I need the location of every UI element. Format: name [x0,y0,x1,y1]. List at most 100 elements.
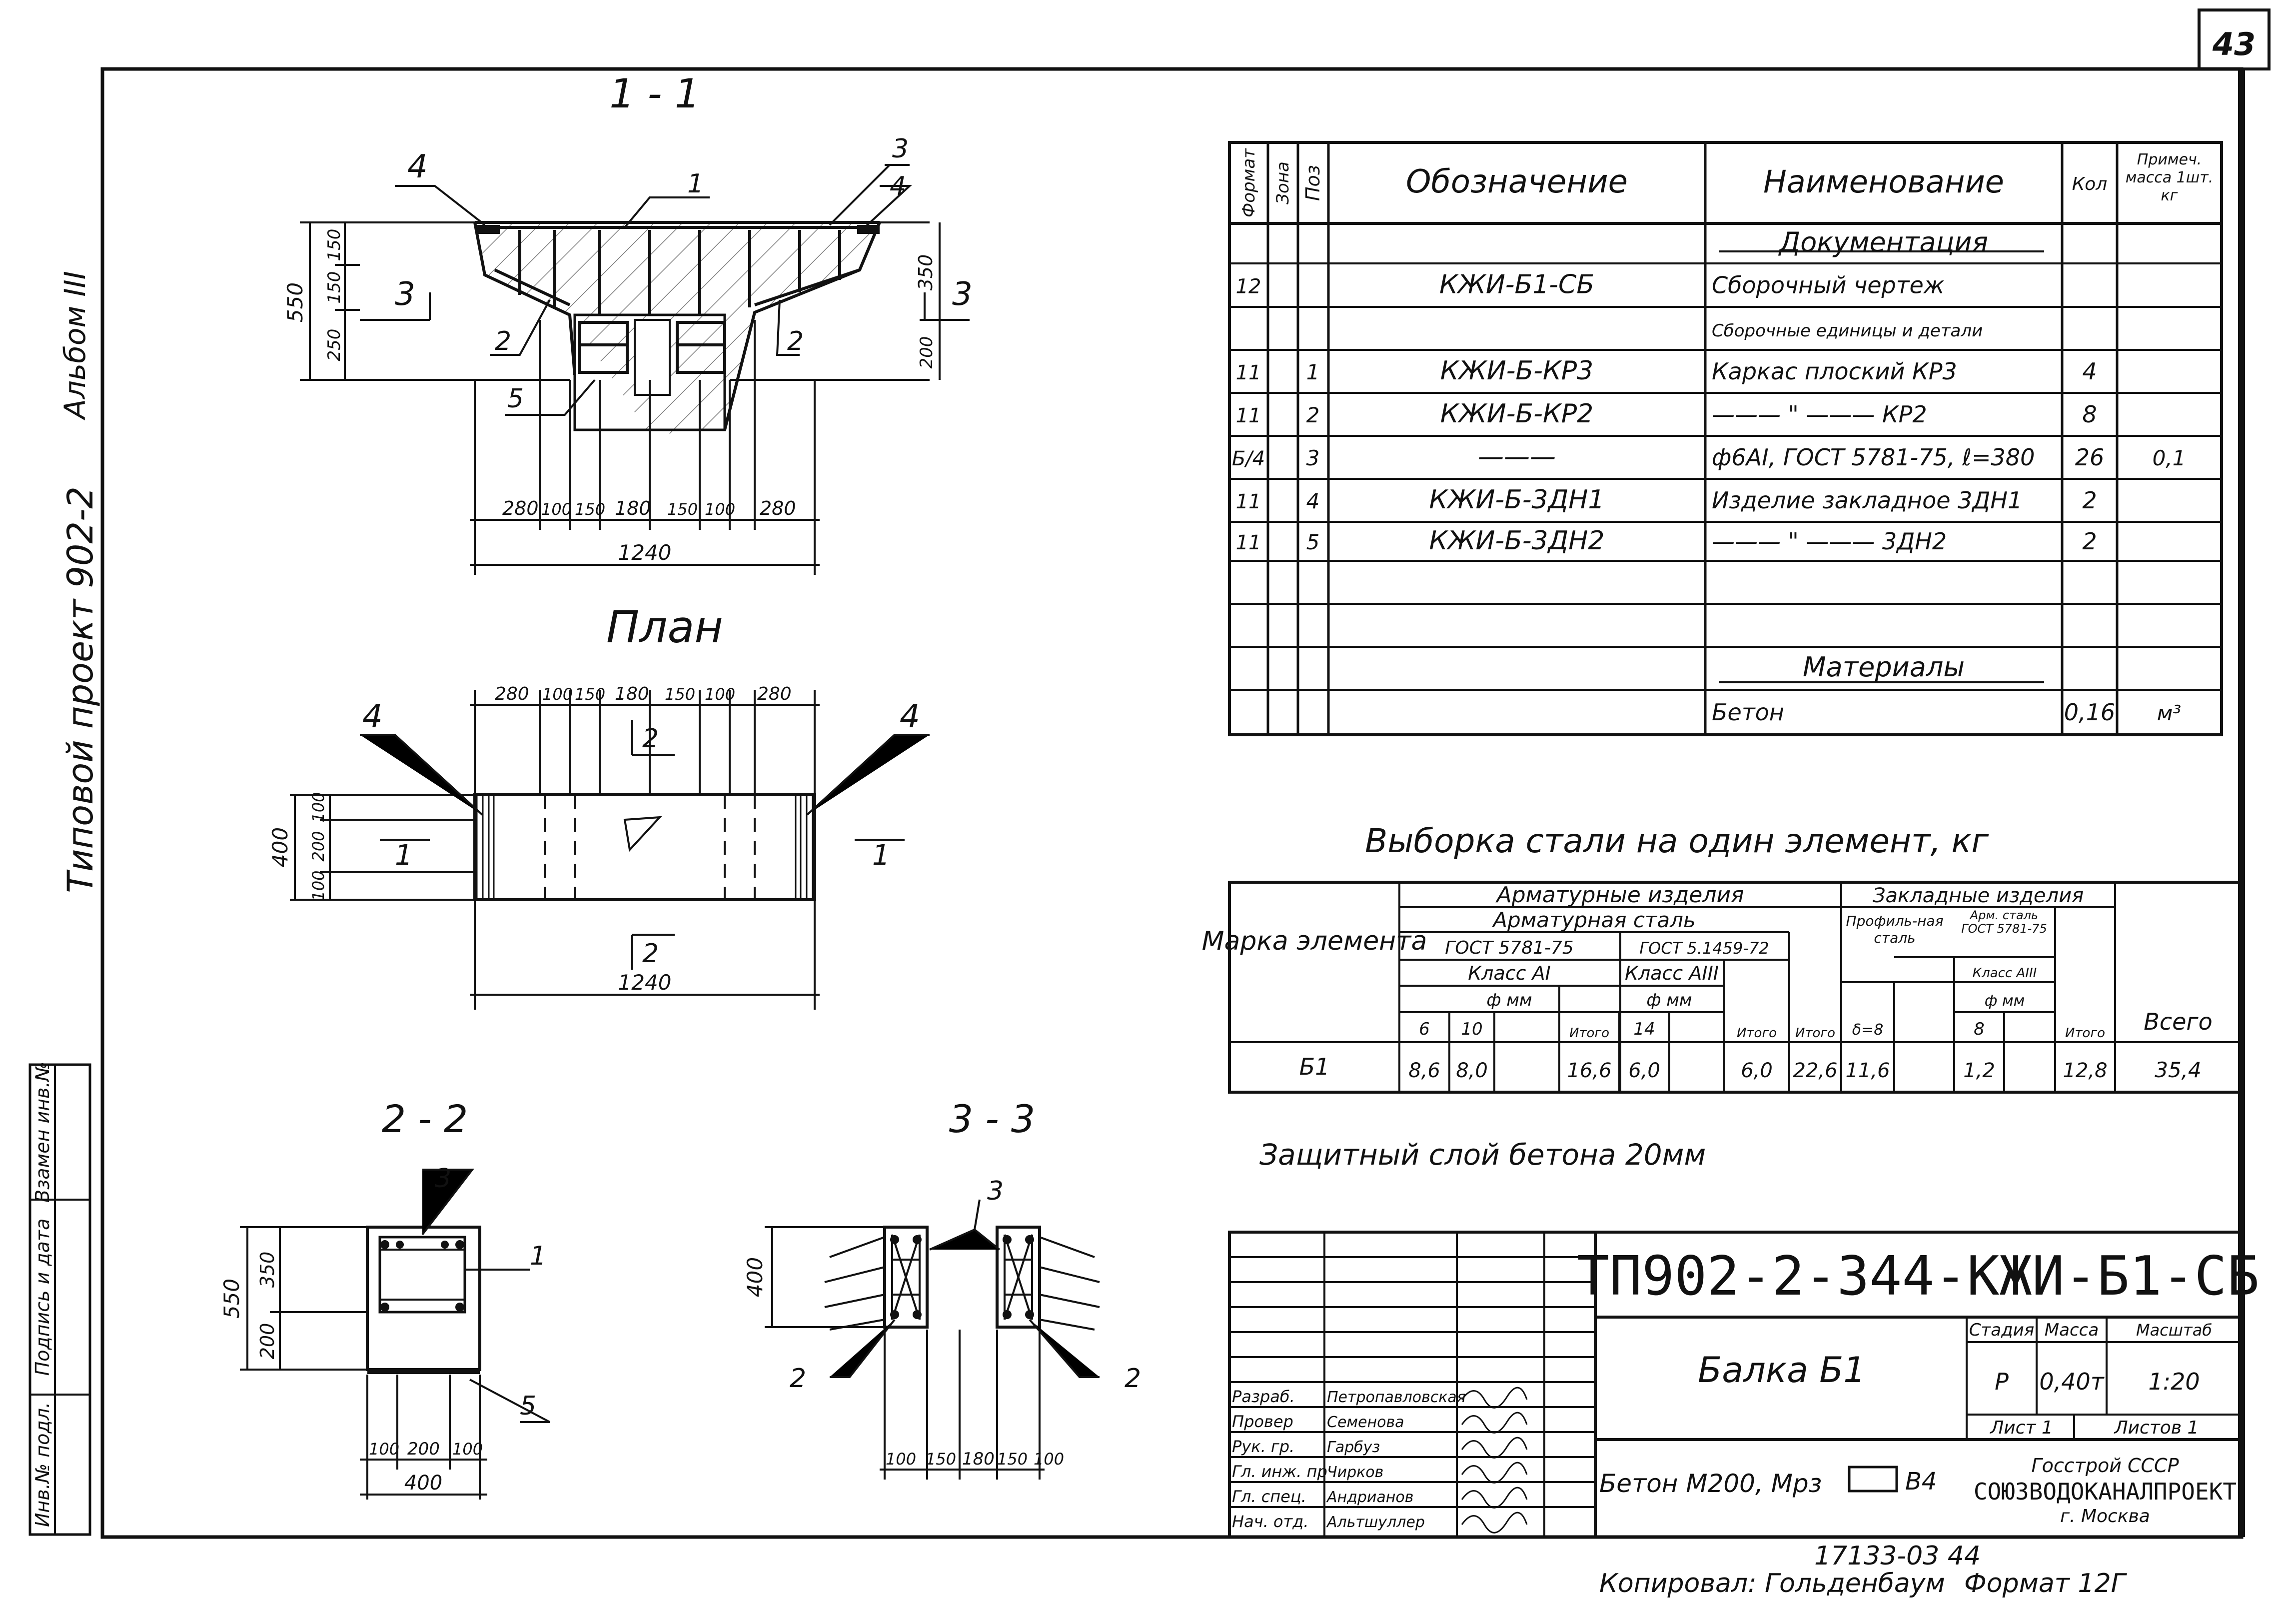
section-1-1-dim-550: 550 [283,282,307,322]
steel-h-phi2: ф мм [1646,990,1692,1010]
sheet-number: 43 [2212,26,2256,62]
signature-mark [1461,1512,1528,1534]
section-1-1-dim-150b: 150 [324,271,344,304]
section-1-1: 1 - 1 [283,70,973,575]
signatory-name: Альтшуллер [1326,1514,1425,1531]
plan-total-width: 1240 [618,970,672,995]
signature-mark [1461,1487,1528,1509]
spec-cell-name: ——— " ——— 3ДН2 [1712,528,1947,555]
project-label: Типовой проект 902-2 [60,486,101,893]
footer-format: Формат 12Г [1964,1569,2128,1599]
steel-h-mark: Марка элемента [1202,926,1427,956]
plan-dim-100b: 100 [705,685,735,704]
plan-dim-150b: 150 [665,685,695,704]
spec-header-note: Примеч. масса 1шт. кг [2126,151,2213,204]
steel-row-total2: 6,0 [1741,1059,1773,1082]
steel-h-arm-items: Арматурные изделия [1495,882,1744,908]
section-2-2-dim-h-100b: 100 [452,1440,483,1459]
steel-h-arm-steel-gost: Арм. сталь ГОСТ 5781-75 [1961,909,2047,936]
section-2-2-dim-200: 200 [256,1323,278,1360]
section-1-1-pos-4-right: 4 [890,171,906,201]
section-1-1-cut-right: 3 [952,276,973,313]
plan-dim-150a: 150 [575,685,605,704]
section-2-2-pos-5: 5 [520,1391,536,1421]
section-3-3-title: 3 - 3 [949,1097,1035,1141]
steel-row-mark: Б1 [1299,1053,1330,1080]
section-3-3-pos-3: 3 [987,1176,1004,1206]
signatory-name: Петропавловская [1327,1389,1466,1406]
plan-dim-100a-v: 100 [309,792,328,822]
steel-row-total1: 16,6 [1567,1059,1611,1082]
signatory-role: Провер [1232,1412,1293,1431]
section-1-1-dim-200: 200 [917,336,937,369]
steel-row-profile: 11,6 [1845,1059,1890,1082]
plan-dim-180: 180 [615,684,649,704]
steel-table-title: Выборка стали на один элемент, кг [1365,822,1989,860]
steel-h-gost1: ГОСТ 5781-75 [1445,938,1573,958]
spec-header-designation: Обозначение [1406,163,1628,200]
steel-h-phi3: ф мм [1985,992,2025,1010]
section-1-1-dim-150a: 150 [324,229,344,261]
section-1-1-dim-h-180: 180 [615,497,651,519]
stamp-signature-date: Подпись и дата [31,1219,53,1376]
footer-order: 17133-03 44 [1814,1541,1981,1571]
mass-value: 0,40т [2039,1368,2104,1395]
plan-dim-100b-v: 100 [309,870,328,901]
plan-dim-100a: 100 [542,685,573,704]
steel-h-d6: 6 [1419,1019,1430,1039]
org-line-1: Госстрой СССР [2031,1455,2179,1477]
spec-cell-format: 11 [1236,361,1261,384]
section-1-1-pos-2-right: 2 [787,326,804,356]
steel-table: Марка элемента Арматурные изделия Заклад… [1202,881,2243,1094]
spec-cell-name: Бетон [1712,699,1784,726]
spec-cell-format: Б/4 [1232,447,1265,470]
section-1-1-total-width: 1240 [618,540,672,565]
spec-cell-designation: КЖИ-Б-КР3 [1440,356,1593,386]
spec-cell-qty: 2 [2082,528,2097,555]
steel-h-embedded: Закладные изделия [1873,884,2084,907]
plan-cut-1-left: 1 [395,839,413,872]
stamp-replace-inv: Взамен инв.№ [31,1062,53,1203]
signatory-name: Чирков [1327,1464,1383,1481]
signatory-role: Гл. спец. [1232,1487,1306,1506]
section-3-3-dim-h-100a: 100 [886,1450,916,1469]
spec-cell-qty: 26 [2075,444,2105,471]
section-1-1-dim-h-100a: 100 [541,500,572,519]
section-3-3-dim-h-180: 180 [962,1449,995,1469]
section-1-1-dim-h-150a: 150 [575,500,605,519]
plan-title: План [606,601,723,653]
steel-h-total2: Итого [1737,1026,1777,1041]
signatory-role: Разраб. [1232,1387,1295,1406]
steel-h-class2: Класс АIII [1625,962,1719,984]
spec-cell-designation: КЖИ-Б-3ДН1 [1429,485,1605,515]
signatory-name: Андрианов [1326,1489,1413,1506]
spec-cell-name: Материалы [1803,651,1965,683]
section-3-3-dim-400: 400 [743,1257,767,1297]
steel-row-v10: 8,0 [1456,1059,1488,1082]
section-2-2-pos-3: 3 [435,1164,451,1194]
spec-cell-designation: КЖИ-Б1-СБ [1439,270,1594,300]
stage-value: Р [1995,1368,2009,1395]
steel-h-total3: Итого [1795,1026,1835,1041]
signature-mark [1461,1387,1528,1409]
section-2-2-dim-h-200: 200 [407,1439,440,1459]
section-1-1-dim-250: 250 [324,329,344,361]
steel-h-d14: 14 [1633,1019,1655,1039]
section-2-2-total-width: 400 [404,1472,442,1495]
spec-cell-designation: КЖИ-Б-КР2 [1440,399,1593,429]
spec-cell-designation: ——— [1478,442,1556,472]
stamp-strip [28,1063,91,1536]
section-1-1-title: 1 - 1 [609,70,700,117]
section-2-2-dim-350: 350 [256,1252,278,1288]
plan-cut-2-bottom: 2 [642,939,659,969]
spec-cell-pos: 1 [1306,360,1320,384]
sheets-label: Листов 1 [2114,1418,2199,1438]
spec-cell-format: 11 [1236,531,1261,554]
spec-cell-format: 12 [1236,275,1261,298]
steel-h-profile: Профиль-ная сталь [1846,913,1944,946]
spec-cell-pos: 5 [1306,530,1320,554]
section-1-1-pos-3: 3 [892,134,909,164]
spec-cell-pos: 4 [1306,489,1320,513]
stage-label: Стадия [1969,1320,2034,1340]
plan-dim-400: 400 [268,827,292,867]
